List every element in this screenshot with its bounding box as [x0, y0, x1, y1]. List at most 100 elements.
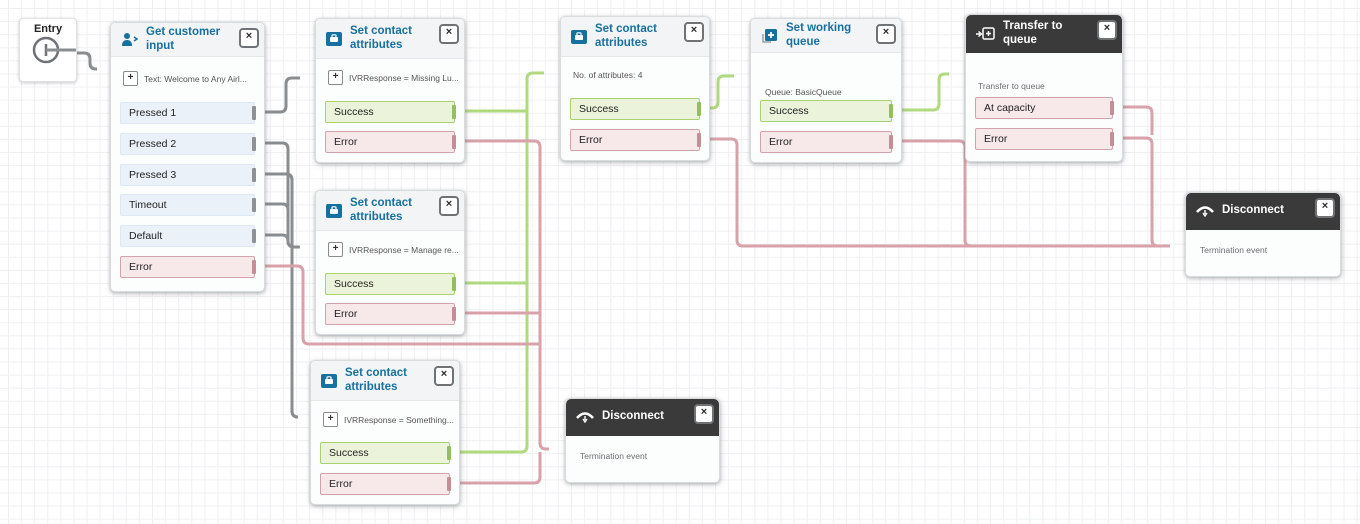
connection-sca4-success-to-working-queue[interactable] — [701, 69, 746, 110]
transfer-to-queue-icon — [976, 26, 995, 40]
output-pressed-3[interactable]: Pressed 3 — [120, 164, 256, 186]
connection-transfer-atcapacity-to-disconnect-right[interactable] — [1114, 105, 1154, 135]
connection-sca1-error-to-disconnect-bottom[interactable] — [456, 139, 561, 456]
output-port[interactable] — [452, 135, 456, 149]
node-parameter: Termination event — [1200, 245, 1267, 255]
connection-entry-to-get-customer-input[interactable] — [74, 51, 109, 76]
node-parameter: + IVRResponse = Manage re... — [328, 242, 459, 257]
node-set-working-queue[interactable]: Set working queue × Queue: BasicQueue Su… — [750, 18, 902, 163]
node-parameter: + IVRResponse = Missing Lu... — [328, 70, 459, 85]
close-icon[interactable]: × — [239, 28, 259, 48]
node-set-contact-attributes-3[interactable]: Set contact attributes × + IVRResponse =… — [310, 360, 460, 505]
node-title: Set contact attributes — [350, 24, 412, 51]
param-text: Termination event — [1200, 245, 1268, 255]
node-parameter: No. of attributes: 4 — [573, 70, 642, 80]
node-parameter: Transfer to queue — [978, 81, 1045, 91]
output-port[interactable] — [452, 105, 456, 119]
close-icon[interactable]: × — [434, 366, 454, 386]
output-timeout[interactable]: Timeout — [120, 194, 256, 216]
output-port[interactable] — [889, 104, 893, 118]
connection-sca3-success-to-sca4[interactable] — [451, 66, 556, 454]
param-text: No. of attributes: 4 — [573, 70, 643, 80]
output-port[interactable] — [1110, 101, 1114, 115]
node-parameter: Queue: BasicQueue — [765, 87, 842, 97]
connection-sca4-error-to-disconnect-right[interactable] — [701, 137, 1182, 253]
output-pressed-1[interactable]: Pressed 1 — [120, 102, 256, 124]
output-error[interactable]: Error — [120, 256, 256, 278]
output-port[interactable] — [447, 477, 451, 491]
output-error[interactable]: Error — [325, 303, 456, 325]
node-disconnect-right[interactable]: Disconnect × Termination event — [1185, 192, 1341, 277]
output-port[interactable] — [452, 277, 456, 291]
output-port[interactable] — [889, 135, 893, 149]
param-text: Termination event — [580, 451, 648, 461]
output-port[interactable] — [697, 133, 701, 147]
close-icon[interactable]: × — [694, 404, 714, 424]
close-icon[interactable]: × — [1315, 198, 1335, 218]
output-pressed-2[interactable]: Pressed 2 — [120, 133, 256, 155]
output-port[interactable] — [452, 307, 456, 321]
connection-working-queue-error-to-disconnect-right[interactable] — [893, 139, 972, 248]
connection-working-queue-success-to-transfer[interactable] — [893, 67, 961, 112]
output-success[interactable]: Success — [320, 442, 451, 464]
node-set-contact-attributes-2[interactable]: Set contact attributes × + IVRResponse =… — [315, 190, 465, 335]
output-port[interactable] — [252, 198, 256, 212]
entry-node[interactable]: Entry — [19, 18, 77, 82]
connection-transfer-error-to-disconnect-right[interactable] — [1114, 136, 1168, 248]
node-title: Set contact attributes — [595, 22, 657, 49]
connection-sca3-error-to-disconnect-bottom[interactable] — [451, 452, 542, 485]
node-title: Set contact attributes — [350, 196, 412, 223]
param-text: IVRResponse = Manage re... — [349, 244, 459, 255]
contact-attributes-icon — [326, 203, 342, 218]
plus-icon[interactable]: + — [328, 70, 343, 85]
close-icon[interactable]: × — [876, 24, 896, 44]
node-transfer-to-queue[interactable]: Transfer to queue × Transfer to queue At… — [965, 14, 1123, 162]
output-success[interactable]: Success — [325, 273, 456, 295]
output-success[interactable]: Success — [570, 98, 701, 120]
output-success[interactable]: Success — [325, 101, 456, 123]
output-error[interactable]: Error — [570, 129, 701, 151]
output-port[interactable] — [252, 168, 256, 182]
output-port[interactable] — [447, 446, 451, 460]
param-text: Queue: BasicQueue — [765, 87, 842, 97]
plus-icon[interactable]: + — [323, 412, 338, 427]
node-title: Transfer to queue — [1003, 19, 1063, 46]
node-set-contact-attributes-1[interactable]: Set contact attributes × + IVRResponse =… — [315, 18, 465, 163]
node-set-contact-attributes-4[interactable]: Set contact attributes × No. of attribut… — [560, 16, 710, 161]
connection-timeout-to-sca2[interactable] — [256, 202, 290, 235]
disconnect-icon — [576, 412, 594, 423]
node-parameter: + Text: Welcome to Any Airl... — [123, 71, 247, 86]
contact-attributes-icon — [571, 29, 587, 44]
close-icon[interactable]: × — [684, 22, 704, 42]
output-port[interactable] — [697, 102, 701, 116]
plus-icon[interactable]: + — [123, 71, 138, 86]
output-success[interactable]: Success — [760, 100, 893, 122]
output-port[interactable] — [252, 229, 256, 243]
connection-pressed1-to-sca1[interactable] — [256, 71, 312, 114]
node-disconnect-bottom[interactable]: Disconnect × Termination event — [565, 398, 720, 483]
output-at-capacity[interactable]: At capacity — [975, 97, 1114, 119]
param-text: Text: Welcome to Any Airl... — [144, 73, 247, 84]
get-customer-input-icon — [122, 33, 138, 46]
node-get-customer-input[interactable]: Get customer input × + Text: Welcome to … — [110, 22, 265, 292]
output-error[interactable]: Error — [975, 128, 1114, 150]
plus-icon[interactable]: + — [328, 242, 343, 257]
output-port[interactable] — [252, 106, 256, 120]
output-error[interactable]: Error — [320, 473, 451, 495]
param-text: IVRResponse = Something... — [344, 414, 454, 425]
output-error[interactable]: Error — [760, 131, 893, 153]
close-icon[interactable]: × — [439, 24, 459, 44]
connection-default-to-sca2[interactable] — [256, 233, 290, 244]
contact-attributes-icon — [326, 31, 342, 46]
connection-pressed3-to-sca3[interactable] — [256, 172, 307, 424]
close-icon[interactable]: × — [439, 196, 459, 216]
output-port[interactable] — [1110, 132, 1114, 146]
connection-gci-error-to-disconnect-bottom[interactable] — [256, 264, 540, 346]
output-port[interactable] — [252, 137, 256, 151]
contact-attributes-icon — [321, 373, 337, 388]
output-error[interactable]: Error — [325, 131, 456, 153]
node-title: Disconnect — [602, 410, 664, 423]
close-icon[interactable]: × — [1097, 20, 1117, 40]
output-default[interactable]: Default — [120, 225, 256, 247]
output-port[interactable] — [252, 260, 256, 274]
